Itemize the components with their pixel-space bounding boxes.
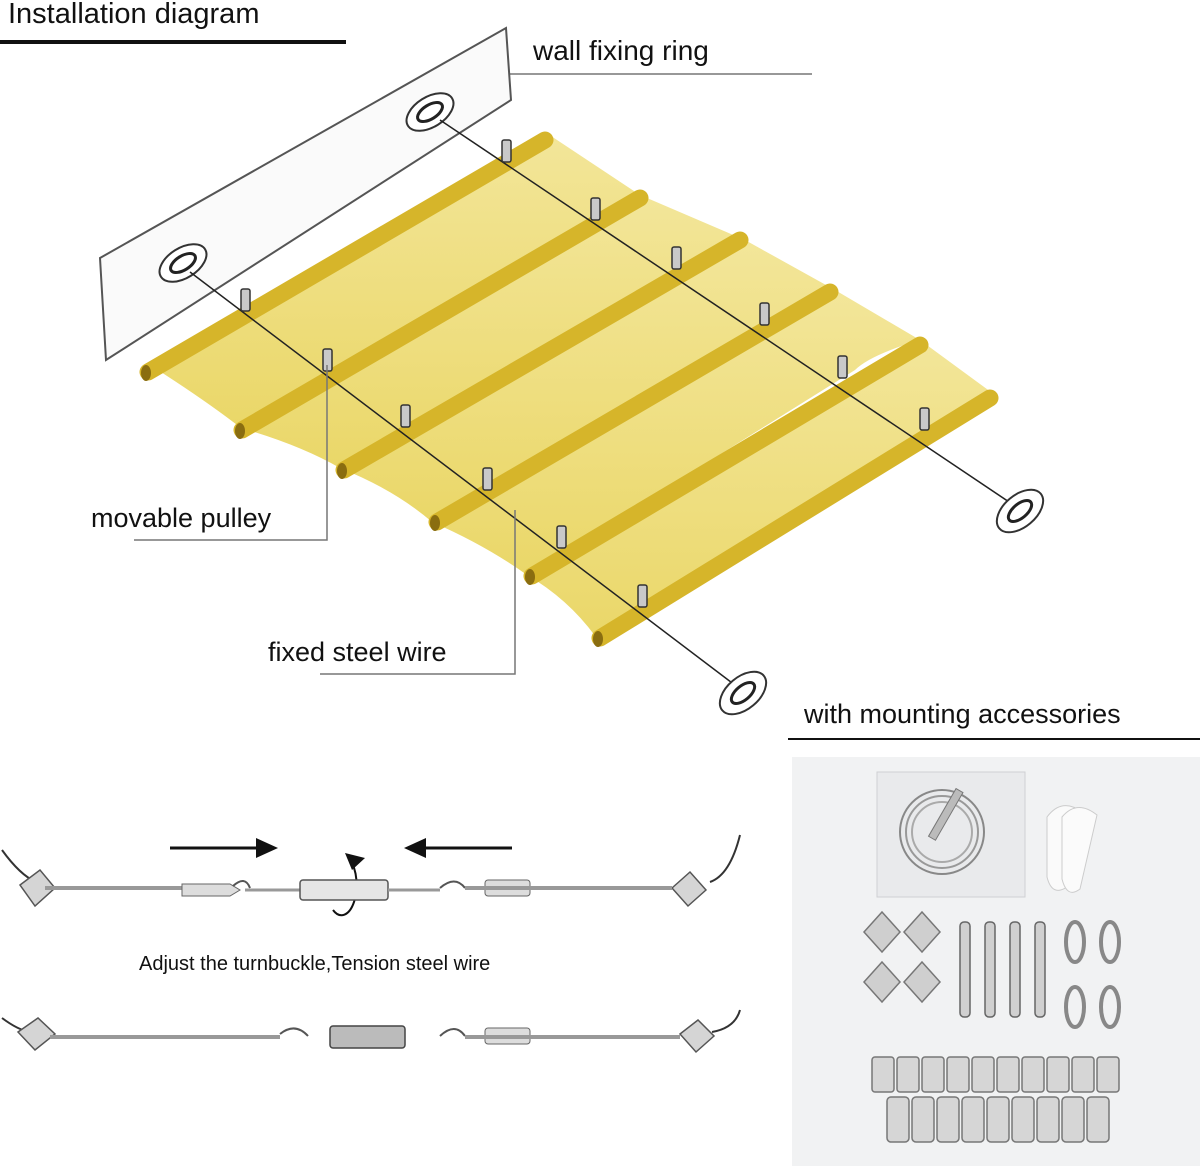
accessories-illustration — [862, 771, 1121, 1143]
shade-fabric — [150, 132, 995, 640]
pulley-leader — [134, 365, 328, 541]
label-wall-fixing-ring: wall fixing ring — [533, 35, 709, 66]
right-arrow-icon — [170, 838, 278, 858]
carabiners — [1064, 920, 1121, 1029]
pad-eye-plates — [862, 910, 942, 1004]
installation-diagram — [0, 26, 1200, 740]
wire-leader — [320, 510, 516, 675]
accessories-heading: with mounting accessories — [804, 699, 1121, 729]
end-ring-back — [995, 488, 1045, 534]
wall-ring-left — [158, 243, 208, 283]
wire-bag — [876, 771, 1026, 898]
straps — [1046, 805, 1098, 893]
left-arrow-icon — [404, 838, 512, 858]
label-movable-pulley: movable pulley — [91, 503, 272, 533]
clips — [871, 1056, 1120, 1143]
label-fixed-steel-wire: fixed steel wire — [268, 637, 447, 667]
steel-wire-left — [189, 271, 749, 696]
rig-after-tension — [1, 1009, 741, 1054]
turnbuckle-caption: Adjust the turnbuckle,Tension steel wire — [139, 953, 491, 975]
steel-wire-right — [439, 119, 1019, 509]
movable-pulleys — [240, 139, 930, 608]
end-ring-front — [718, 670, 768, 716]
shade-rods — [139, 131, 999, 647]
turnbuckles — [959, 921, 1046, 1018]
turnbuckle-illustration — [1, 834, 741, 1054]
diagram-title: Installation diagram — [8, 0, 260, 30]
wall-panel — [98, 26, 513, 362]
rig-before-tension — [1, 834, 741, 908]
